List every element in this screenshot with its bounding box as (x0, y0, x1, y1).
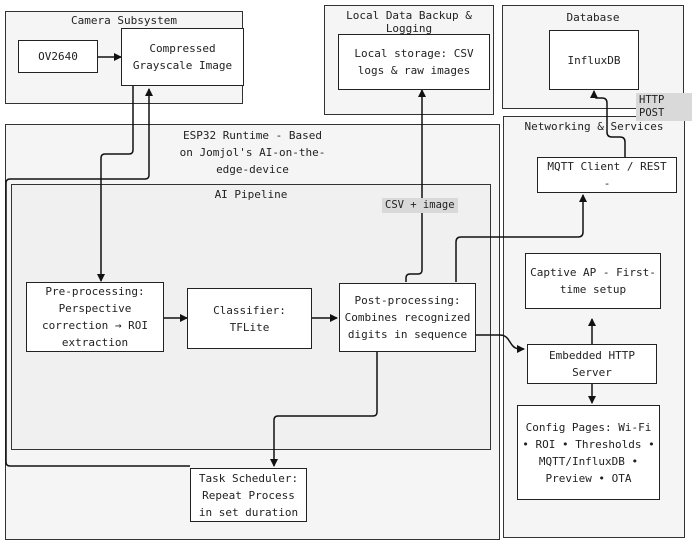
node-compressed-grayscale-image[interactable]: Compressed Grayscale Image (121, 28, 244, 86)
node-config-pages[interactable]: Config Pages: Wi-Fi • ROI • Thresholds •… (517, 405, 660, 500)
group-title-pipeline: AI Pipeline (214, 188, 288, 201)
node-postprocessing[interactable]: Post-processing: Combines recognized dig… (339, 283, 476, 352)
group-title-runtime: ESP32 Runtime - Based on Jomjol's AI-on-… (179, 129, 326, 176)
group-title-camera: Camera Subsystem (71, 14, 177, 27)
edge-scheduler-compressed (5, 88, 190, 467)
group-title-database: Database (566, 11, 620, 24)
node-embedded-http-server[interactable]: Embedded HTTP Server (527, 344, 657, 384)
node-captive-ap[interactable]: Captive AP - First-time setup (525, 253, 661, 309)
edge-mqtt-influx (590, 90, 626, 157)
node-preprocessing[interactable]: Pre-processing: Perspective correction →… (26, 282, 164, 352)
node-ov2640[interactable]: OV2640 (18, 40, 98, 73)
edge-post-scheduler (270, 352, 378, 467)
node-influxdb[interactable]: InfluxDB (549, 30, 639, 90)
node-classifier[interactable]: Classifier: TFLite (187, 288, 312, 349)
edge-label-csv-image: CSV + image (382, 198, 458, 213)
edge-label-http-post: HTTP POST (636, 93, 692, 121)
edge-post-mqtt (455, 194, 587, 282)
group-title-backup: Local Data Backup & Logging (346, 9, 472, 35)
node-mqtt-client[interactable]: MQTT Client / REST - (537, 157, 677, 193)
node-local-storage[interactable]: Local storage: CSV logs & raw images (338, 34, 490, 90)
edge-compressed-preprocessing (97, 86, 134, 282)
edge-post-http (476, 334, 525, 353)
group-title-networking: Networking & Services (524, 120, 664, 133)
edge-post-localstorage (405, 89, 426, 282)
node-task-scheduler[interactable]: Task Scheduler: Repeat Process in set du… (190, 468, 307, 522)
